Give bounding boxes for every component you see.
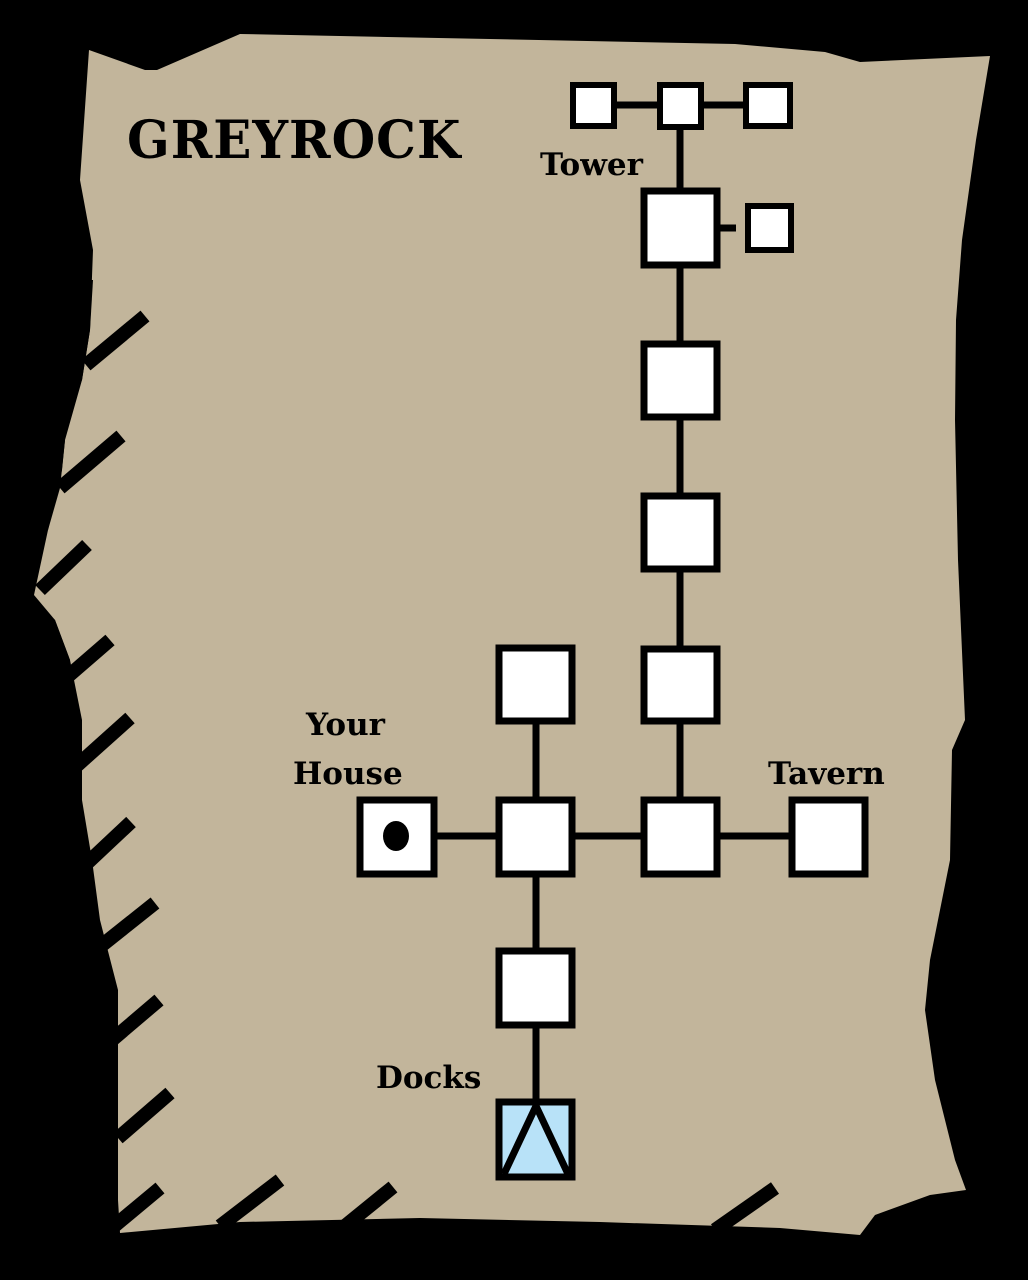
tower-room[interactable] <box>640 187 721 269</box>
street-room-2[interactable] <box>640 492 721 573</box>
label-your-house-line2: House <box>293 756 403 792</box>
paths <box>433 101 793 1103</box>
street-room-1[interactable] <box>640 340 721 421</box>
player-location-icon <box>383 821 409 851</box>
coastline-hatching <box>35 310 780 1236</box>
label-tavern: Tavern <box>768 756 885 792</box>
boat-sail-icon <box>500 1097 572 1176</box>
map-title: GREYROCK <box>127 108 462 171</box>
tower-room-top[interactable] <box>657 82 704 130</box>
tower-room-east[interactable] <box>743 82 793 129</box>
south-room[interactable] <box>495 947 576 1029</box>
label-your-house-line1: Your <box>306 707 385 743</box>
junction-room[interactable] <box>640 796 721 878</box>
label-docks: Docks <box>376 1060 482 1096</box>
parchment <box>34 34 990 1235</box>
tower-room-west[interactable] <box>570 82 617 129</box>
street-room-3[interactable] <box>640 645 721 725</box>
label-tower: Tower <box>540 147 643 183</box>
tower-side-room[interactable] <box>745 203 794 253</box>
town-square-room[interactable] <box>495 796 576 878</box>
north-room[interactable] <box>495 644 576 725</box>
tavern-room[interactable] <box>788 796 869 878</box>
coastline-notches <box>30 280 93 690</box>
